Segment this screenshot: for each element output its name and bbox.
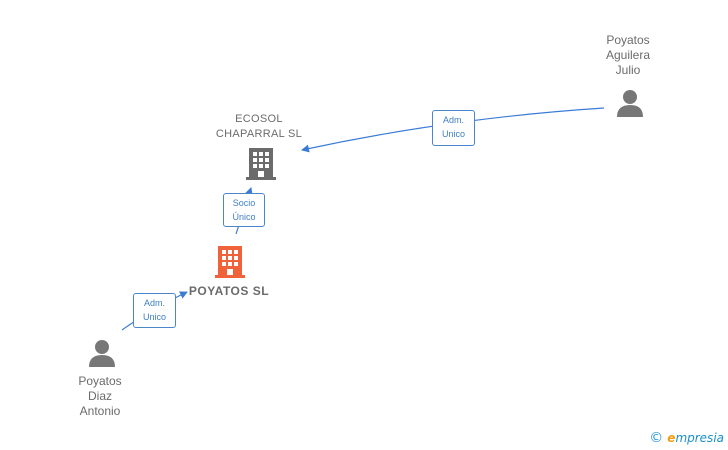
person-diaz-line3: Antonio [79,404,121,418]
person-aguilera-line3: Julio [615,63,641,77]
company-ecosol-line1: ECOSOL [235,113,283,125]
person-diaz-line1: Poyatos [78,374,122,388]
relation-role-line1: Adm. [143,298,165,308]
building-icon[interactable] [246,146,276,180]
person-aguilera-line2: Aguilera [605,48,651,62]
relation-role-line2: Unico [142,312,166,322]
person-aguilera-label[interactable]: Poyatos Aguilera Julio [588,33,668,78]
person-aguilera-line1: Poyatos [606,33,650,47]
building-main-icon[interactable] [214,244,246,278]
relation-role-line1: Socio [232,198,256,208]
company-poyatos-sl-label[interactable]: POYATOS SL [188,284,270,298]
brand-e-logo: e [667,431,676,445]
person-diaz-label[interactable]: Poyatos Diaz Antonio [60,374,140,419]
relation-label-poyatos-ecosol[interactable]: Socio Único [223,193,265,227]
relation-label-diaz-poyatos[interactable]: Adm. Unico [133,293,176,328]
relation-role-line2: Unico [441,129,465,139]
person-icon[interactable] [615,88,645,118]
company-ecosol-line2: CHAPARRAL SL [215,128,303,140]
company-ecosol-label[interactable]: ECOSOL CHAPARRAL SL [196,112,322,142]
empresia-brand[interactable]: ©empresia [649,430,724,446]
person-diaz-line2: Diaz [87,389,112,403]
brand-name: mpresia [675,431,724,445]
person-icon[interactable] [87,338,117,368]
relation-role-line2: Único [232,212,256,222]
relation-role-line1: Adm. [442,115,464,125]
copyright-symbol: © [649,430,664,446]
relation-label-aguilera-ecosol[interactable]: Adm. Unico [432,110,475,146]
